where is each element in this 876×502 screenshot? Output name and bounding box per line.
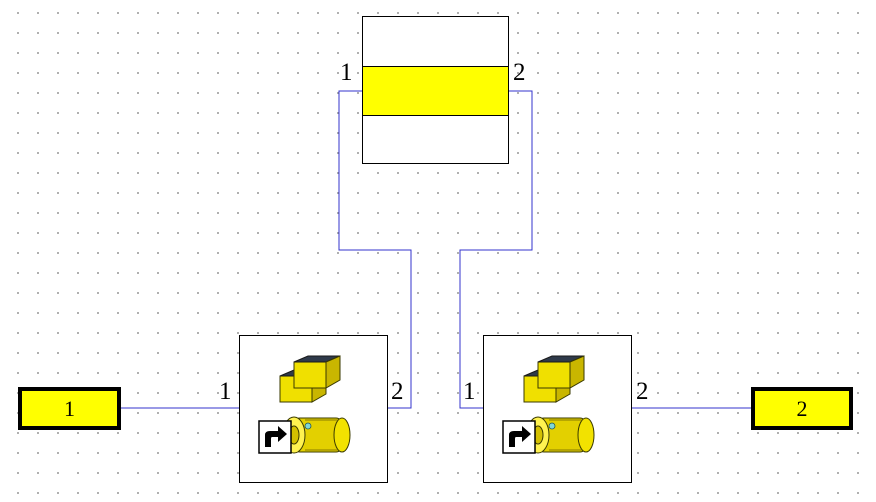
center-block[interactable] [362,16,509,164]
output-terminal[interactable]: 2 [751,387,853,430]
machine-block-a[interactable] [239,335,388,483]
wire-center-to-machine-b [459,90,533,409]
center-block-band [363,66,508,116]
wire-center-to-machine-a [338,90,412,409]
machine-a-port-1-label: 1 [219,378,232,405]
machine-b-port-1-label: 1 [463,378,476,405]
machine-block-b[interactable] [483,335,632,483]
center-block-port-1-label: 1 [340,59,353,86]
electric-machine-icon [502,355,595,454]
machine-a-port-2-label: 2 [391,378,404,405]
electric-machine-icon [258,355,351,454]
machine-b-port-2-label: 2 [636,378,649,405]
input-terminal[interactable]: 1 [18,387,121,430]
center-block-port-2-label: 2 [513,59,526,86]
